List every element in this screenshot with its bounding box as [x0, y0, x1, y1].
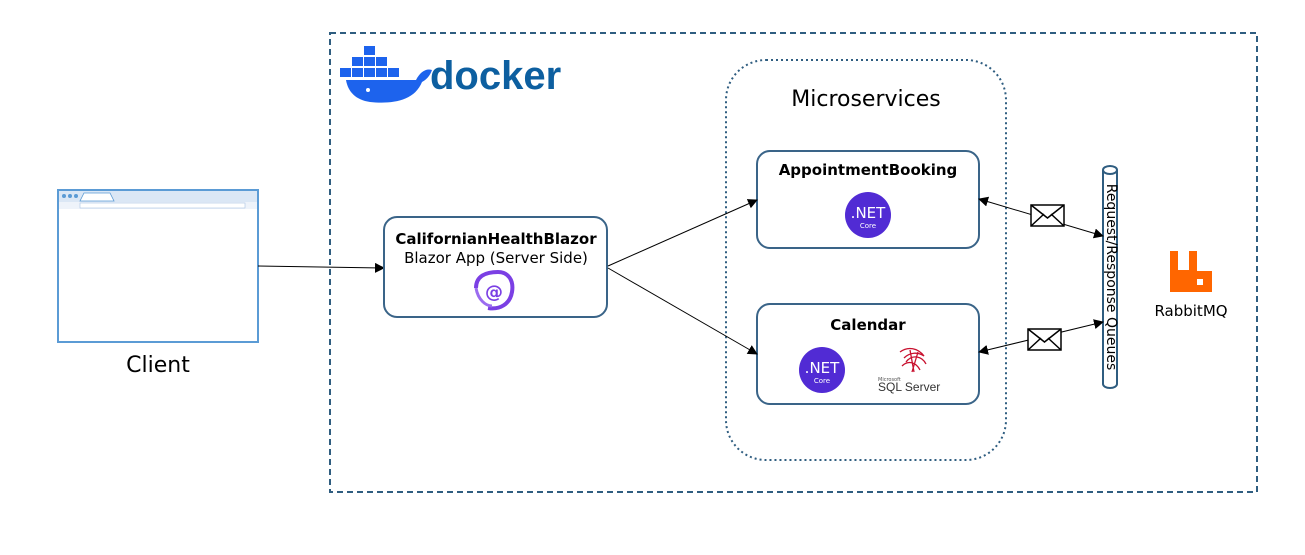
client-label: Client — [126, 353, 190, 378]
arrow-blazor-to-appointment — [607, 199, 758, 267]
envelope-icon — [1030, 204, 1065, 227]
arrow-client-to-blazor — [257, 262, 385, 273]
svg-text:.NET: .NET — [851, 204, 886, 222]
browser-window-icon — [57, 189, 259, 343]
rabbitmq-label: RabbitMQ — [1154, 302, 1227, 320]
sql-server-icon: Microsoft SQL Server — [878, 347, 940, 394]
svg-text:Core: Core — [814, 377, 830, 385]
blazor-app-title: CalifornianHealthBlazor — [395, 230, 597, 248]
svg-text:Microsoft: Microsoft — [878, 377, 901, 383]
blazor-app-subtitle: Blazor App (Server Side) — [404, 249, 588, 267]
appointment-booking-title: AppointmentBooking — [779, 161, 958, 179]
docker-whale-icon — [340, 46, 432, 103]
envelope-icon — [1027, 328, 1062, 351]
calendar-title: Calendar — [830, 316, 906, 334]
svg-text:@: @ — [485, 282, 503, 303]
arrow-blazor-to-calendar — [607, 267, 758, 355]
blazor-logo-icon: @ — [474, 269, 515, 311]
queue-label: Request/Response Queues — [1103, 184, 1119, 371]
microservices-group — [725, 59, 1007, 461]
blazor-app-box — [383, 216, 608, 318]
rabbitmq-icon — [1170, 251, 1212, 292]
docker-container — [329, 32, 1258, 493]
dotnet-core-icon: .NET Core — [845, 192, 891, 238]
svg-text:SQL Server: SQL Server — [878, 380, 940, 394]
svg-text:Core: Core — [860, 222, 876, 230]
svg-text:.NET: .NET — [805, 359, 840, 377]
microservices-label: Microservices — [791, 87, 940, 112]
docker-label: docker — [430, 54, 561, 98]
dotnet-core-icon: .NET Core — [799, 347, 845, 393]
queue-cylinder — [1102, 165, 1118, 389]
